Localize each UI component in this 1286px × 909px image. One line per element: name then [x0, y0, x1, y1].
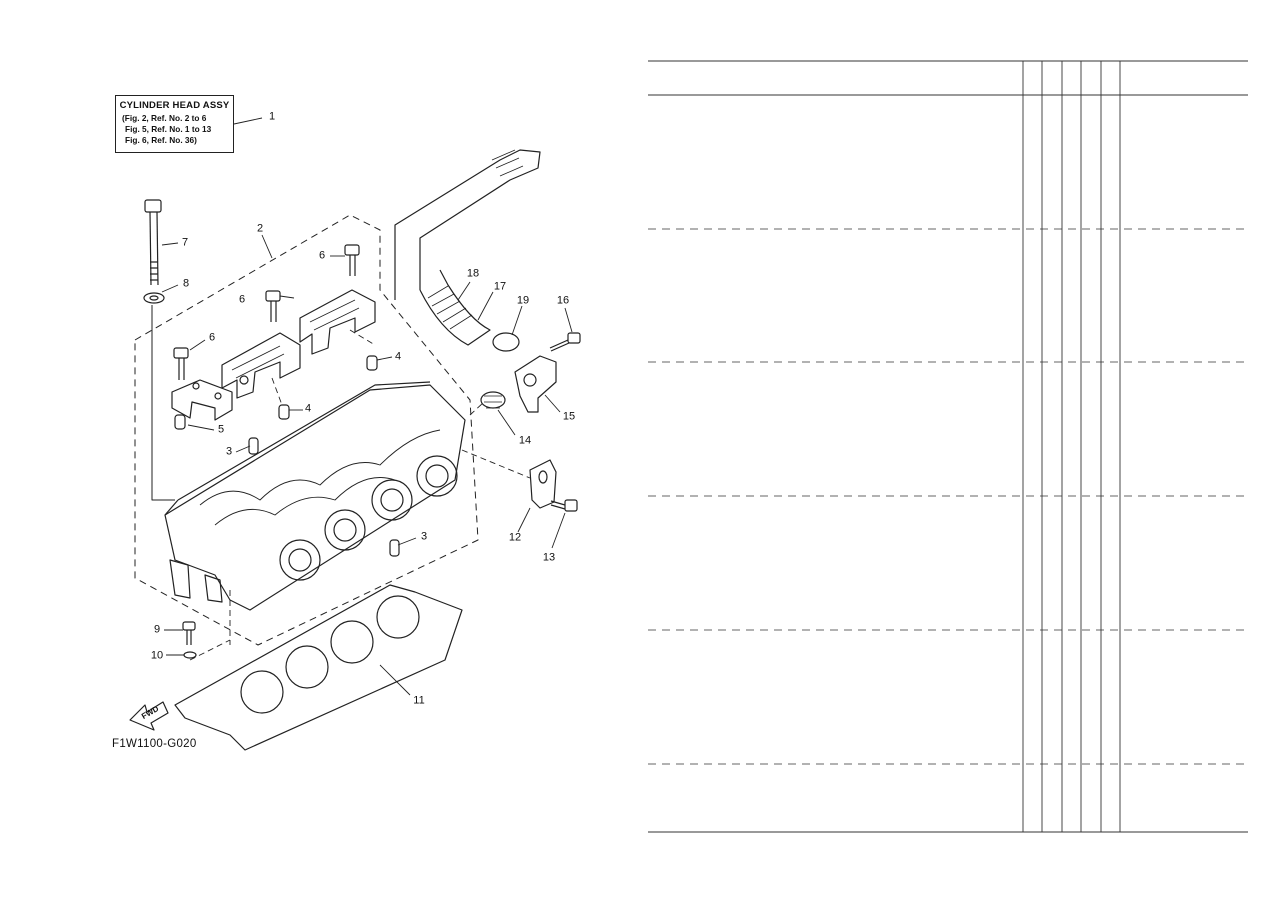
cam-cap-large-b: [299, 289, 376, 355]
table-group-dividers: [648, 228, 1248, 765]
callout-16: 16: [556, 294, 570, 307]
callout-8: 8: [182, 277, 190, 290]
forward-arrow-icon: [129, 701, 169, 731]
dowel-part-4a: [278, 404, 290, 420]
table-qty-columns: [1022, 61, 1121, 832]
callout-4b: 4: [304, 402, 312, 415]
callout-3a: 3: [225, 445, 233, 458]
plug-part-3b: [389, 539, 400, 557]
callout-1: 1: [268, 110, 276, 123]
dowel-part-5: [174, 414, 186, 430]
label-box-line-3: Fig. 6, Ref. No. 36): [125, 135, 197, 145]
dowel-part-4b: [366, 355, 378, 371]
callout-6a: 6: [318, 249, 326, 262]
callout-7: 7: [181, 236, 189, 249]
callout-5: 5: [217, 423, 225, 436]
callout-15: 15: [562, 410, 576, 423]
callout-17: 17: [493, 280, 507, 293]
callout-13: 13: [542, 551, 556, 564]
callout-12: 12: [508, 531, 522, 544]
label-box-line-1: (Fig. 2, Ref. No. 2 to 6: [122, 113, 207, 123]
callout-19: 19: [516, 294, 530, 307]
hose-clamp-part-19: [492, 332, 520, 352]
callout-6c: 6: [208, 331, 216, 344]
cam-cap-part-5: [171, 379, 233, 421]
bolt-part-13: [550, 499, 578, 512]
callout-10: 10: [150, 649, 164, 662]
cylinder-head-assy-label: CYLINDER HEAD ASSY (Fig. 2, Ref. No. 2 t…: [115, 95, 234, 153]
long-bolt-part-7: [144, 199, 162, 286]
label-box-title: CYLINDER HEAD ASSY: [119, 100, 230, 111]
thermostat-part-14: [480, 391, 506, 409]
cylinder-head-body: [164, 381, 466, 611]
bolt-part-9: [182, 621, 196, 645]
callout-3b: 3: [420, 530, 428, 543]
callout-2: 2: [256, 222, 264, 235]
washer-part-8: [143, 292, 165, 304]
figure-code: F1W1100-G020: [112, 738, 197, 750]
callout-18: 18: [466, 267, 480, 280]
bolt-part-6a: [173, 347, 189, 380]
label-box-line-2: Fig. 5, Ref. No. 1 to 13: [125, 124, 212, 134]
head-gasket-part-11: [174, 584, 463, 751]
bolt-part-6c: [344, 244, 360, 276]
callout-11: 11: [413, 694, 425, 707]
callout-6b: 6: [238, 293, 246, 306]
exploded-parts-diagram: [129, 117, 581, 751]
callout-14: 14: [518, 434, 532, 447]
cam-cap-large-a: [221, 332, 301, 399]
thermostat-housing-part-15: [514, 355, 557, 413]
callout-9: 9: [153, 623, 161, 636]
assembly-boundary-dashed: [134, 214, 479, 646]
callout-4a: 4: [394, 350, 402, 363]
bolt-part-16: [549, 332, 581, 352]
